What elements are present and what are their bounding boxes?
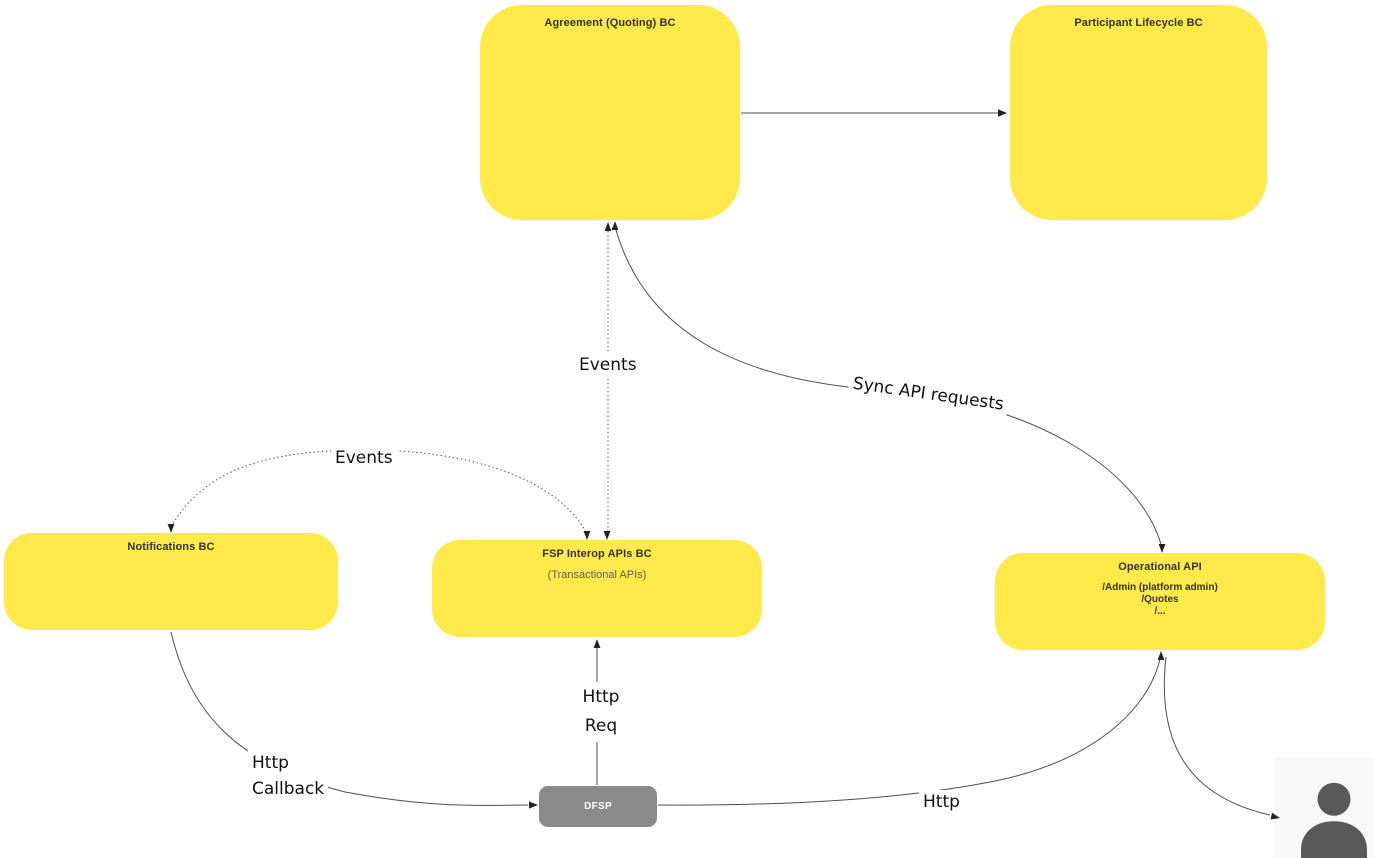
arrowhead [583, 531, 591, 540]
node-subtitle: (Transactional APIs) [547, 569, 647, 581]
arrowhead [1158, 544, 1166, 553]
edge-label-http-req: Http Req [566, 682, 636, 742]
edge-label-line: Callback [252, 779, 325, 799]
arrowhead [603, 531, 611, 540]
user-actor [1274, 757, 1374, 858]
node-title: Participant Lifecycle BC [1074, 17, 1203, 29]
node-agreement-quoting-bc: Agreement (Quoting) BC [480, 5, 740, 220]
arrowhead [998, 109, 1007, 117]
arrowhead [604, 222, 612, 231]
edge-http-callback [170, 631, 529, 806]
edge-label-events: Events [575, 353, 641, 378]
arrowhead [167, 524, 175, 533]
node-title: Operational API [1118, 561, 1202, 573]
api-endpoint-list: /Admin (platform admin) /Quotes /... [995, 582, 1325, 617]
node-participant-lifecycle-bc: Participant Lifecycle BC [1010, 5, 1267, 220]
node-fsp-interop-apis-bc: FSP Interop APIs BC (Transactional APIs) [432, 540, 762, 637]
api-endpoint: /Admin (platform admin) [1102, 582, 1218, 593]
edge-label-line: Http [582, 687, 620, 707]
arrowhead [1157, 651, 1165, 660]
arrowhead [593, 639, 601, 648]
edge-label-events: Events [331, 446, 397, 471]
api-endpoint: /... [1154, 605, 1166, 617]
edge-label-http-callback: Http Callback [248, 749, 329, 803]
edge-operational-user [1163, 656, 1271, 816]
edge-label-line: Req [584, 716, 618, 736]
node-title: DFSP [584, 801, 612, 812]
edge-label-line: Http [252, 753, 289, 773]
arrowhead [529, 801, 538, 809]
person-icon [1301, 782, 1367, 858]
arrowhead [611, 221, 619, 230]
node-dfsp: DFSP [539, 786, 657, 827]
node-notifications-bc: Notifications BC [4, 533, 338, 630]
node-title: FSP Interop APIs BC [542, 548, 652, 560]
edge-label-sync-api-requests: Sync API requests [847, 371, 1010, 418]
edge-http-dfsp-operational [657, 658, 1161, 806]
node-operational-api: Operational API /Admin (platform admin) … [995, 553, 1325, 650]
node-title: Notifications BC [127, 541, 215, 553]
api-endpoint: /Quotes [1141, 593, 1179, 605]
node-title: Agreement (Quoting) BC [544, 17, 676, 29]
edge-label-http: Http [919, 790, 964, 815]
